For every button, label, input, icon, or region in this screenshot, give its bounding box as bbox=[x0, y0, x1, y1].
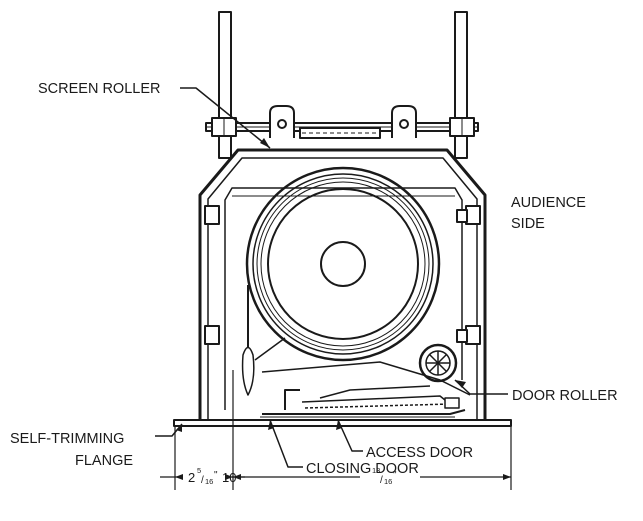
label-door-roller: DOOR ROLLER bbox=[512, 388, 618, 404]
dimension-right: 13 / 16 " bbox=[372, 466, 397, 486]
label-self-trimming-line2: FLANGE bbox=[75, 453, 133, 469]
dimension-left: 2 5 / 16 " 10 bbox=[188, 466, 236, 486]
self-trimming-flange bbox=[173, 419, 512, 427]
svg-text:/: / bbox=[201, 475, 204, 486]
label-access-door: ACCESS DOOR bbox=[366, 445, 473, 461]
label-audience-side-line2: SIDE bbox=[511, 216, 545, 232]
dim-right-num: 13 bbox=[372, 466, 380, 475]
dim-right-inch: " bbox=[393, 470, 397, 481]
label-audience-side-line1: AUDIENCE bbox=[511, 195, 586, 211]
label-closing-door: CLOSING DOOR bbox=[306, 461, 419, 477]
dim-left-inch: " bbox=[214, 470, 218, 481]
leader-arrowheads bbox=[175, 138, 511, 480]
label-screen-roller: SCREEN ROLLER bbox=[38, 81, 160, 97]
dimension-lines bbox=[160, 370, 512, 490]
mounting-bracket bbox=[205, 105, 479, 139]
closing-door bbox=[260, 409, 466, 418]
dim-right-den: 16 bbox=[384, 477, 392, 486]
dim-left-whole2: 10 bbox=[222, 470, 236, 485]
screen-roller bbox=[245, 166, 441, 362]
dim-left-den: 16 bbox=[205, 477, 213, 486]
housing-clips bbox=[204, 205, 481, 345]
svg-text:/: / bbox=[380, 475, 383, 486]
dim-left-whole: 2 bbox=[188, 470, 195, 485]
label-self-trimming-line1: SELF-TRIMMING bbox=[10, 431, 124, 447]
dim-left-num: 5 bbox=[197, 466, 201, 475]
door-roller bbox=[418, 343, 458, 383]
access-door bbox=[284, 385, 460, 410]
screen-fabric bbox=[241, 285, 471, 396]
